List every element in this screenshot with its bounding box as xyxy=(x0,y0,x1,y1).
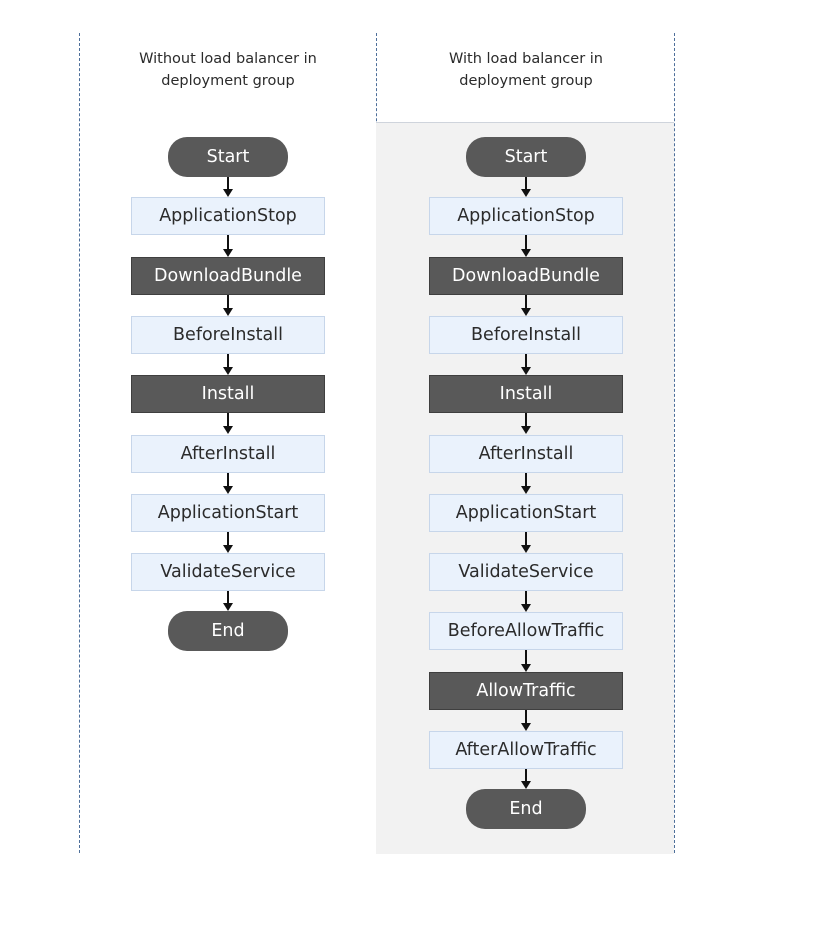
divider-left xyxy=(79,33,80,853)
left-column-step-end: End xyxy=(168,611,288,652)
right-column-step-downloadbundle: DownloadBundle xyxy=(429,256,623,295)
left-column-step-afterinstall: AfterInstall xyxy=(131,434,325,473)
right-column-step-beforeinstall: BeforeInstall xyxy=(429,315,623,354)
right-column-step-afterinstall: AfterInstall xyxy=(429,434,623,473)
right-title-line-1: With load balancer in xyxy=(448,51,603,67)
right-column-step-afterallowtraffic: AfterAllowTraffic xyxy=(429,731,623,769)
right-column-step-end: End xyxy=(466,789,586,830)
left-column-step-applicationstart: ApplicationStart xyxy=(131,493,325,532)
left-title-line-1: Without load balancer in xyxy=(139,51,317,67)
right-column-step-validateservice: ValidateService xyxy=(429,553,623,592)
right-column-step-beforeallowtraffic: BeforeAllowTraffic xyxy=(429,612,623,651)
right-column-title: With load balancer in deployment group xyxy=(396,48,656,92)
left-title-line-2: deployment group xyxy=(161,73,295,89)
right-title-line-2: deployment group xyxy=(459,73,593,89)
right-column-step-applicationstop: ApplicationStop xyxy=(429,197,623,236)
divider-right xyxy=(674,33,675,853)
left-column-step-validateservice: ValidateService xyxy=(131,553,325,592)
left-column-step-install: Install xyxy=(131,375,325,414)
right-column-step-start: Start xyxy=(466,137,586,177)
left-column-step-beforeinstall: BeforeInstall xyxy=(131,315,325,354)
right-column-step-applicationstart: ApplicationStart xyxy=(429,493,623,532)
left-column-step-downloadbundle: DownloadBundle xyxy=(131,256,325,295)
left-column-title: Without load balancer in deployment grou… xyxy=(98,48,358,92)
right-column-step-allowtraffic: AllowTraffic xyxy=(429,671,623,710)
left-column-step-start: Start xyxy=(168,137,288,177)
right-column-step-install: Install xyxy=(429,375,623,414)
left-column-step-applicationstop: ApplicationStop xyxy=(131,197,325,236)
